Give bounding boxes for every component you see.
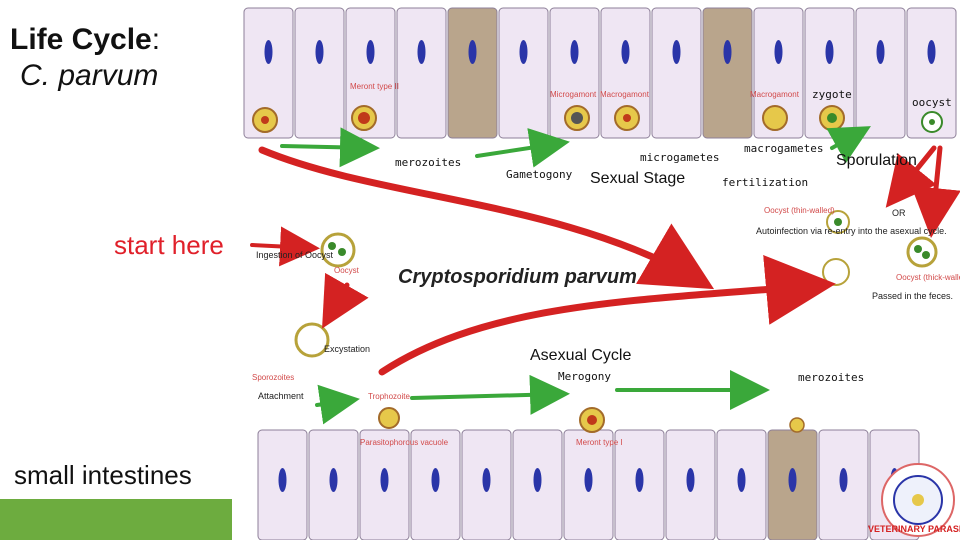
cell-nucleus — [584, 468, 593, 492]
label-sporozoites: Sporozoites — [252, 373, 294, 382]
cell-nucleus — [315, 40, 324, 64]
logo-text: VETERINARY PARASITE — [868, 524, 960, 534]
epithelial-cell — [651, 7, 702, 139]
life-cycle-diagram: merozoites Gametogony microgametes macro… — [243, 7, 960, 540]
cell-nucleus — [686, 468, 695, 492]
start-here-label: start here — [114, 230, 224, 260]
epithelial-cell — [294, 7, 345, 139]
accent-bar — [0, 499, 232, 540]
cell-nucleus — [329, 468, 338, 492]
label-thin-title: Oocyst (thin-walled) — [764, 206, 835, 215]
label-fertilization: fertilization — [722, 176, 808, 189]
cell-nucleus — [533, 468, 542, 492]
label-meront-type2: Meront type II — [350, 82, 399, 91]
label-macrogamont-a: Macrogamont — [600, 90, 650, 99]
cell-nucleus — [519, 40, 528, 64]
label-oocyst-top: oocyst — [912, 96, 952, 109]
epithelial-cell — [243, 7, 294, 139]
veterinary-parasite-logo: VETERINARY PARASITE — [868, 463, 960, 537]
label-merozoites-top: merozoites — [395, 156, 461, 169]
red-arrows — [250, 145, 960, 376]
top-parasites — [252, 105, 943, 133]
green-arrows — [280, 126, 871, 425]
label-thin-desc: Autoinfection via re-entry into the asex… — [756, 226, 947, 236]
cell-nucleus — [278, 468, 287, 492]
cell-nucleus — [366, 40, 375, 64]
title-species: C. parvum — [20, 59, 159, 92]
label-trophozoite: Trophozoite — [368, 392, 411, 401]
slide-title: Life Cycle: C. parvum — [10, 22, 220, 94]
epithelial-cell — [600, 7, 651, 139]
cell-nucleus — [482, 468, 491, 492]
label-sexual-stage: Sexual Stage — [590, 170, 685, 187]
cell-nucleus — [621, 40, 630, 64]
epithelial-cell — [855, 7, 906, 139]
cell-nucleus — [417, 40, 426, 64]
cell-nucleus — [468, 40, 477, 64]
title-prefix: Life Cycle — [10, 23, 152, 56]
cell-nucleus — [876, 40, 885, 64]
label-zygote: zygote — [812, 88, 852, 101]
label-microgametes: microgametes — [640, 151, 719, 164]
label-macrogamont-b: Macrogamont — [750, 90, 800, 99]
cell-nucleus — [788, 468, 797, 492]
top-epithelium — [243, 7, 957, 139]
epithelial-cell — [702, 7, 753, 139]
epithelial-cell — [447, 7, 498, 139]
label-meront-type1: Meront type I — [576, 438, 623, 447]
epithelial-cell — [498, 7, 549, 139]
cell-nucleus — [737, 468, 746, 492]
label-merogony: Merogony — [558, 370, 611, 383]
small-intestines-label: small intestines — [14, 460, 192, 490]
label-oocyst-red: Oocyst — [334, 266, 360, 275]
cell-nucleus — [635, 468, 644, 492]
cell-nucleus — [264, 40, 273, 64]
label-thick-title: Oocyst (thick-walled) — [896, 273, 960, 282]
epithelial-cell — [906, 7, 957, 139]
epithelial-cell — [396, 7, 447, 139]
cell-nucleus — [723, 40, 732, 64]
label-thick-desc: Passed in the feces. — [872, 291, 953, 301]
oocyst-icons — [294, 210, 938, 358]
label-macrogametes: macrogametes — [744, 142, 823, 155]
label-excystation: Excystation — [324, 344, 370, 354]
diagram-title: Cryptosporidium parvum — [398, 266, 637, 288]
label-microgamont: Microgamont — [550, 90, 597, 99]
label-ingestion: Ingestion of Oocyst — [256, 250, 334, 260]
label-attachment: Attachment — [258, 391, 304, 401]
cell-nucleus — [380, 468, 389, 492]
cell-nucleus — [672, 40, 681, 64]
cell-nucleus — [825, 40, 834, 64]
epithelial-cell — [549, 7, 600, 139]
cell-nucleus — [431, 468, 440, 492]
label-sporulation: Sporulation — [836, 152, 917, 169]
cell-nucleus — [570, 40, 579, 64]
label-asexual-cycle: Asexual Cycle — [530, 347, 631, 364]
label-parasitophorous: Parasitophorous vacuole — [360, 438, 449, 447]
epithelial-cell — [753, 7, 804, 139]
cell-nucleus — [774, 40, 783, 64]
bottom-parasites — [378, 407, 805, 433]
cell-nucleus — [927, 40, 936, 64]
label-merozoites-low: merozoites — [798, 371, 864, 384]
cell-nucleus — [839, 468, 848, 492]
title-colon: : — [151, 23, 161, 56]
label-or: OR — [892, 208, 906, 218]
label-gametogony: Gametogony — [506, 168, 573, 181]
